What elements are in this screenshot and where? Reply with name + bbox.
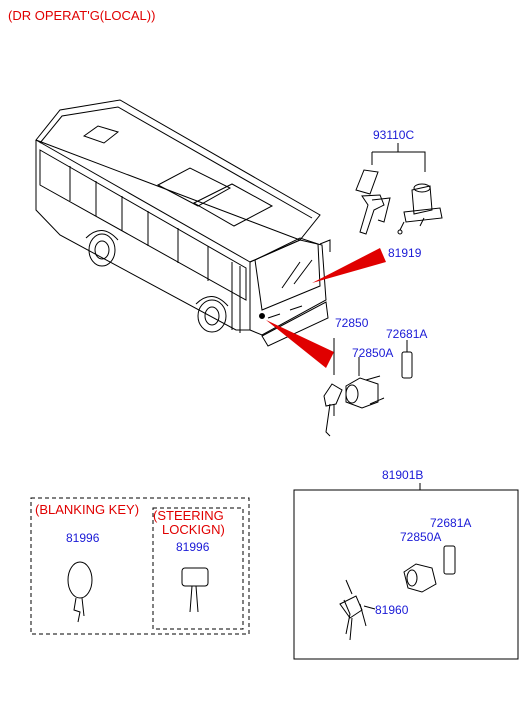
lock-kit-illustration <box>339 483 456 641</box>
bus-illustration <box>35 99 331 347</box>
blanking-key-frame <box>30 497 250 635</box>
part-label-81901B[interactable]: 81901B <box>382 468 424 482</box>
blanking-key-note: (BLANKING KEY) <box>35 502 140 517</box>
part-label-81996-steering[interactable]: 81996 <box>176 540 210 554</box>
steering-lock-note-line1: (STEERING <box>153 508 224 523</box>
pointer-arrows <box>266 248 386 368</box>
key-illustrations <box>67 561 209 623</box>
part-label-72850A-box[interactable]: 72850A <box>400 530 442 544</box>
steering-lock-frame <box>152 507 244 630</box>
part-label-81996-blanking[interactable]: 81996 <box>66 531 100 545</box>
page-title: (DR OPERAT'G(LOCAL)) <box>8 8 156 23</box>
part-label-72681A-top[interactable]: 72681A <box>386 327 428 341</box>
part-label-72681A-box[interactable]: 72681A <box>430 516 472 530</box>
ignition-lock-set-illustration <box>355 143 443 235</box>
door-lock-illustration <box>323 338 413 437</box>
part-label-81919[interactable]: 81919 <box>388 246 422 260</box>
part-label-81960[interactable]: 81960 <box>375 603 409 617</box>
part-label-72850[interactable]: 72850 <box>335 316 369 330</box>
steering-lock-note-line2: LOCKIGN) <box>162 522 225 537</box>
part-label-93110C[interactable]: 93110C <box>373 128 415 142</box>
kit-frame <box>293 489 519 660</box>
part-label-72850A-top[interactable]: 72850A <box>352 346 394 360</box>
